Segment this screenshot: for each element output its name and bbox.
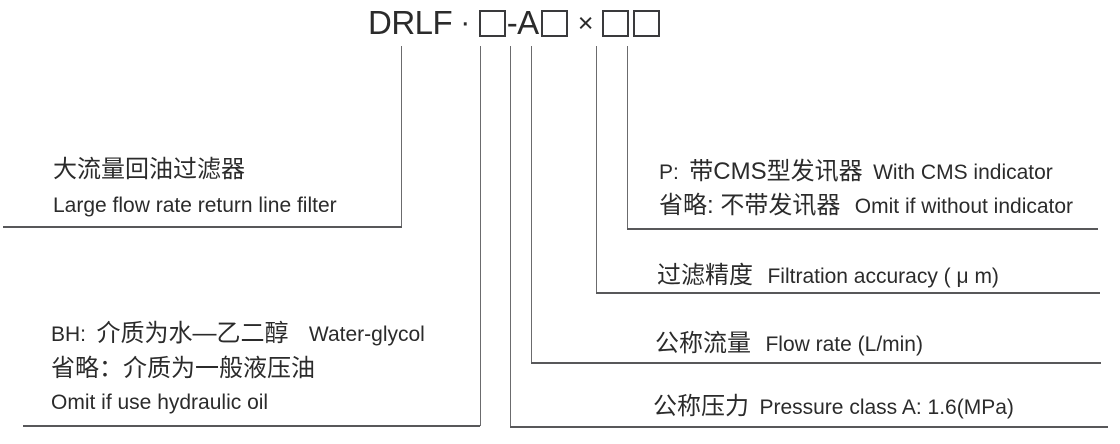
accuracy-en: Filtration accuracy ( μ m) [767, 265, 999, 288]
medium-omit-en: Omit if use hydraulic oil [51, 391, 269, 414]
pressure-zh: 公称压力 [653, 393, 749, 420]
indicator-en: With CMS indicator [873, 161, 1053, 184]
indicator-omit-en: Omit if without indicator [854, 195, 1074, 218]
label-medium-option: BH: 介质为水—乙二醇 Water-glycol 省略：介质为一般液压油 Om… [51, 322, 425, 424]
pressure-class-code: -A [506, 4, 540, 41]
indicator-omit-zh: 省略: 不带发讯器 [659, 192, 841, 219]
medium-en: Water-glycol [308, 323, 425, 346]
leader-vline-pressure [510, 46, 511, 427]
model-series-text: DRLF [368, 4, 453, 41]
label-filtration-accuracy: 过滤精度 Filtration accuracy ( μ m) [657, 264, 999, 288]
medium-zh: 介质为水—乙二醇 [96, 320, 289, 347]
label-product-name: 大流量回油过滤器 Large flow rate return line fil… [53, 158, 337, 229]
label-pressure-class: 公称压力 Pressure class A: 1.6(MPa) [653, 395, 1014, 419]
flow-en: Flow rate (L/min) [765, 333, 923, 356]
leader-vline-flow [531, 46, 532, 363]
indicator-code: P: [659, 161, 679, 184]
indicator-zh: 带CMS型发讯器 [689, 158, 863, 185]
medium-omit-zh: 省略：介质为一般液压油 [51, 355, 315, 382]
product-name-zh: 大流量回油过滤器 [53, 156, 245, 183]
leader-hline-indicator [627, 228, 1098, 230]
leader-vline-indicator [627, 46, 628, 229]
code-box-flow [540, 9, 568, 37]
accuracy-zh: 过滤精度 [657, 262, 753, 289]
code-box-indicator [632, 9, 660, 37]
leader-hline-product [3, 226, 402, 228]
code-box-medium [478, 9, 506, 37]
product-name-en: Large flow rate return line filter [53, 194, 337, 217]
code-box-accuracy [601, 9, 629, 37]
leader-hline-pressure [510, 426, 1108, 428]
leader-hline-accuracy [596, 292, 1100, 294]
multiply-sign: × [577, 7, 594, 38]
leader-hline-medium [23, 425, 480, 427]
leader-vline-product [401, 46, 402, 227]
leader-vline-medium [480, 46, 481, 426]
flow-zh: 公称流量 [655, 330, 751, 357]
label-indicator-option: P: 带CMS型发讯器 With CMS indicator 省略: 不带发讯器… [659, 160, 1073, 228]
model-code: DRLF · -A × [368, 4, 660, 42]
medium-code: BH: [51, 323, 87, 346]
separator-dot: · [460, 6, 470, 39]
leader-hline-flow [531, 362, 1101, 364]
pressure-en: Pressure class A: 1.6(MPa) [759, 396, 1014, 419]
leader-vline-accuracy [596, 46, 597, 293]
label-flow-rate: 公称流量 Flow rate (L/min) [655, 332, 923, 356]
